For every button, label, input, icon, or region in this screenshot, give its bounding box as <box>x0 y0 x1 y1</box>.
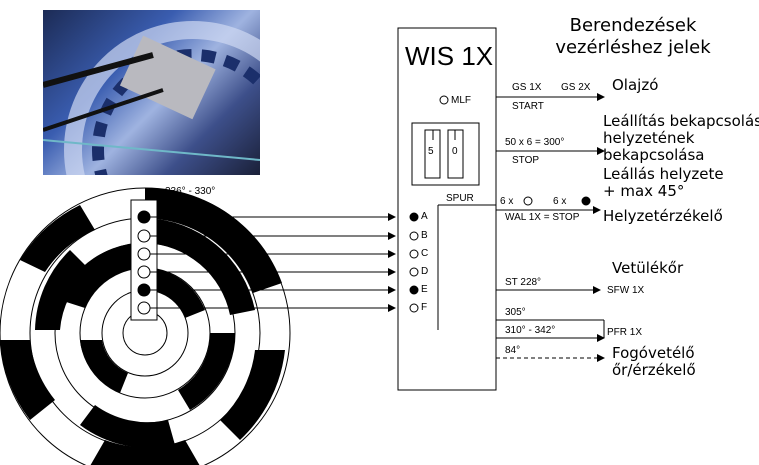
track-d: D <box>421 266 428 277</box>
gs2x-label: GS 2X <box>561 82 590 93</box>
mlf-led <box>440 96 448 104</box>
track-b: B <box>421 230 428 241</box>
six-filled-led <box>582 197 590 205</box>
deg305-label: 305° <box>505 307 526 318</box>
leallitas-line-1: Leállítás bekapcsolási <box>603 113 759 130</box>
track-a: A <box>421 211 428 222</box>
deg310-label: 310° - 342° <box>505 325 555 336</box>
dial-1: 5 <box>428 146 434 157</box>
pfr-label: PFR 1X <box>607 327 642 338</box>
stop-label: STOP <box>512 155 539 166</box>
vetulek-label: Vetülékőr <box>612 260 683 277</box>
track-c: C <box>421 248 428 259</box>
gs1x-label: GS 1X <box>512 82 541 93</box>
hole-f <box>138 302 150 314</box>
helyzet-label: Helyzetérzékelő <box>603 208 723 225</box>
spur-label: SPUR <box>446 193 474 204</box>
leallitas-line-2: helyzetének <box>603 130 694 147</box>
dial-frame <box>412 123 479 185</box>
leallitas-line-3: bekapcsolása <box>603 147 705 164</box>
st228-label: ST 228° <box>505 277 541 288</box>
six-open-led <box>524 197 532 205</box>
hole-c <box>138 248 150 260</box>
calc-label: 50 x 6 = 300° <box>505 137 564 148</box>
hole-d <box>138 266 150 278</box>
angle-label: 336° - 330° <box>165 186 215 197</box>
unit-name: WIS 1X <box>405 42 493 70</box>
dial-2: 0 <box>452 146 458 157</box>
six-b-label: 6 x <box>553 196 566 207</box>
leallas-line-2: + max 45° <box>603 183 684 200</box>
hole-a <box>138 211 150 223</box>
mlf-label: MLF <box>451 95 471 106</box>
wal-label: WAL 1X = STOP <box>505 212 579 223</box>
track-e: E <box>421 284 428 295</box>
hole-b <box>138 230 150 242</box>
hole-e <box>138 284 150 296</box>
track-f: F <box>421 302 427 313</box>
olajzo-label: Olajzó <box>612 77 658 94</box>
fogo-line-1: Fogóvetélő <box>612 345 695 362</box>
fogo-line-2: őr/érzékelő <box>612 362 696 379</box>
sfw-label: SFW 1X <box>607 285 644 296</box>
wis-box <box>398 28 496 390</box>
leallas-line-1: Leállás helyzete <box>603 166 724 183</box>
start-label: START <box>512 101 544 112</box>
diagram-title: Berendezések vezérléshez jelek <box>538 15 728 59</box>
deg84-label: 84° <box>505 345 520 356</box>
six-a-label: 6 x <box>500 196 513 207</box>
